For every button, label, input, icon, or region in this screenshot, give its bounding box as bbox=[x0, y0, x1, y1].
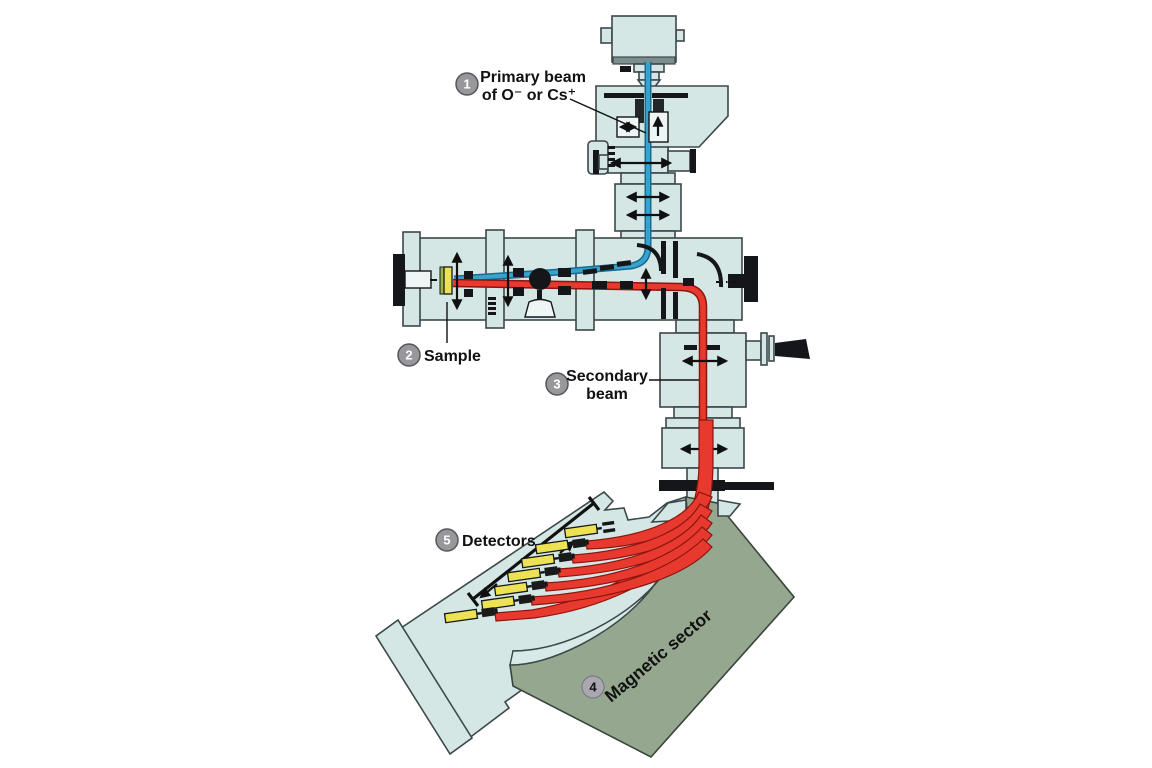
aperture-slit bbox=[464, 289, 473, 297]
flight-tube-band bbox=[509, 496, 689, 666]
label-primary-beam: 1 Primary beam of O⁻ or Cs⁺ bbox=[455, 69, 647, 134]
badge-number: 5 bbox=[443, 533, 450, 548]
aperture-slit bbox=[558, 286, 571, 295]
sample-holder bbox=[439, 266, 453, 295]
beam-electrode bbox=[599, 264, 615, 271]
number-badge-5 bbox=[435, 528, 459, 552]
slit-plate bbox=[673, 241, 678, 278]
aperture-bar-left bbox=[604, 93, 644, 98]
vacuum-flange-mid2 bbox=[575, 229, 595, 331]
badge-number: 2 bbox=[405, 348, 412, 363]
leader-line bbox=[569, 98, 647, 134]
number-badge-1 bbox=[455, 72, 479, 96]
secondary-beam-fan bbox=[494, 419, 714, 622]
aperture-slit bbox=[558, 268, 571, 277]
valve-handle bbox=[775, 339, 810, 359]
source-foot bbox=[620, 66, 631, 72]
label-text: Secondary bbox=[566, 368, 648, 385]
ion-source-right-tab bbox=[675, 29, 685, 42]
detector-rail bbox=[472, 501, 595, 601]
label-secondary-beam: 3 Secondary beam bbox=[545, 368, 699, 403]
side-port-disk2 bbox=[768, 335, 775, 362]
aperture-slit bbox=[683, 278, 694, 286]
cross-right-flange bbox=[690, 149, 696, 173]
cross-body bbox=[607, 146, 669, 174]
ion-source bbox=[600, 15, 685, 89]
number-badge-4 bbox=[581, 675, 605, 699]
label-text: of O⁻ or Cs⁺ bbox=[482, 87, 576, 104]
detector-array bbox=[443, 496, 616, 624]
badge-number: 4 bbox=[589, 680, 597, 695]
sample-slab bbox=[443, 266, 453, 295]
rail-end-cap bbox=[466, 592, 480, 607]
left-end-flange bbox=[393, 254, 405, 306]
detector-1 bbox=[563, 520, 616, 539]
detector-7 bbox=[443, 607, 498, 624]
beam-electrode bbox=[616, 260, 632, 267]
number-badge-3 bbox=[545, 372, 569, 396]
number-badge-2 bbox=[397, 343, 421, 367]
label-text: Sample bbox=[424, 348, 481, 365]
einzel-lens-sphere bbox=[524, 268, 556, 318]
slit-plate bbox=[673, 292, 678, 319]
detector-5 bbox=[493, 580, 548, 597]
ion-source-box bbox=[611, 15, 677, 63]
badge-number: 1 bbox=[463, 77, 470, 92]
ion-source-base-strip bbox=[612, 56, 676, 65]
label-detectors: 5 Detectors bbox=[435, 528, 536, 552]
side-port-tube bbox=[745, 340, 762, 361]
aperture-slit bbox=[684, 345, 697, 350]
lens-stand bbox=[524, 298, 556, 318]
neck-shoulder-right bbox=[717, 499, 742, 517]
deflector-arc-secondary bbox=[696, 252, 724, 288]
slit-plate bbox=[661, 288, 666, 319]
lens-slab-right bbox=[653, 99, 664, 123]
left-port-slot bbox=[404, 270, 432, 289]
right-end-flange bbox=[744, 256, 758, 302]
detector-6 bbox=[480, 594, 535, 611]
detector-magnet-assembly bbox=[374, 480, 796, 758]
detector-housing-flange bbox=[374, 618, 474, 756]
aperture-slit bbox=[592, 281, 607, 289]
beam-branch-5 bbox=[530, 538, 713, 606]
side-port-disk1 bbox=[760, 332, 768, 366]
label-text: beam bbox=[586, 386, 628, 403]
cross-left-flange bbox=[593, 150, 599, 174]
aperture-slit bbox=[707, 345, 720, 350]
label-text: Detectors bbox=[462, 533, 536, 550]
slit-plate bbox=[661, 241, 666, 274]
detector-2 bbox=[534, 538, 589, 555]
cross-right-port bbox=[667, 150, 691, 172]
detector-4 bbox=[506, 566, 561, 583]
rail-end-cap bbox=[587, 496, 601, 511]
secondary-beam bbox=[452, 278, 708, 437]
label-sample: 2 Sample bbox=[397, 302, 481, 367]
aperture-slit bbox=[513, 287, 524, 296]
secondary-beam-path bbox=[452, 280, 706, 437]
badge-number: 3 bbox=[553, 377, 560, 392]
aperture-slit bbox=[513, 268, 524, 277]
deflector-arc-primary bbox=[636, 243, 663, 272]
detector-3 bbox=[520, 552, 575, 569]
slit-valve-handle bbox=[725, 482, 774, 490]
aperture-bar-right bbox=[652, 93, 688, 98]
beam-electrode bbox=[582, 268, 598, 275]
slit-valve-bar bbox=[659, 480, 725, 491]
aperture-slit bbox=[620, 281, 633, 289]
label-text: Primary beam bbox=[480, 69, 586, 86]
aperture-slit bbox=[464, 271, 473, 279]
ion-source-left-tab bbox=[600, 27, 613, 44]
lens-slab-left bbox=[635, 99, 644, 123]
